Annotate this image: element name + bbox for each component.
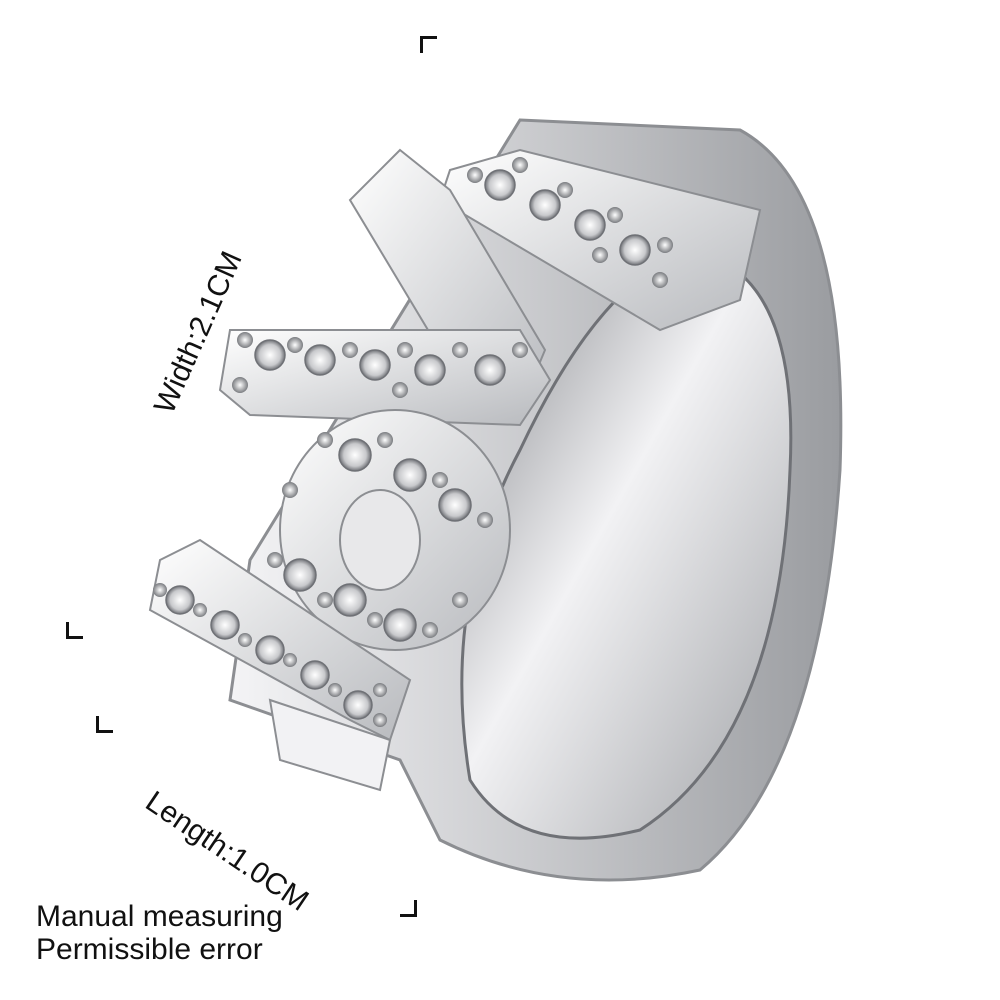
measure-corner-mark (400, 900, 417, 917)
measure-corner-mark (96, 716, 113, 733)
measure-corner-mark (420, 36, 437, 53)
measure-corner-mark (66, 622, 83, 639)
measurement-note-line2: Permissible error (36, 933, 263, 966)
measurement-note-line1: Manual measuring (36, 900, 283, 933)
